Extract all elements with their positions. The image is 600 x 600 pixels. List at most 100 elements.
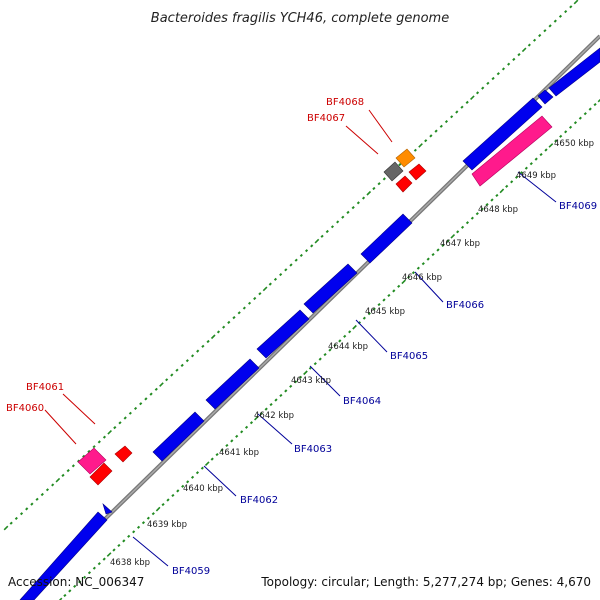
- tick-mark: [51, 483, 55, 487]
- gene-bf4068[interactable]: [395, 148, 416, 168]
- gene-bf4063[interactable]: [205, 358, 260, 410]
- tick-mark: [496, 72, 500, 76]
- tick-mark: [544, 148, 548, 152]
- map-title: Bacteroides fragilis YCH46, complete gen…: [151, 11, 449, 26]
- gene-label-bf4060[interactable]: BF4060: [6, 403, 44, 414]
- tick-mark: [165, 378, 169, 382]
- tick-mark: [154, 387, 158, 391]
- tick-mark: [3, 525, 9, 531]
- kbp-label: 4644 kbp: [328, 342, 368, 352]
- gene-label-bf4069[interactable]: BF4069: [559, 201, 597, 212]
- tick-mark: [330, 225, 335, 229]
- tick-mark: [144, 397, 148, 401]
- tick-mark: [333, 343, 337, 348]
- tick-mark: [559, 134, 563, 138]
- tick-mark: [406, 275, 411, 279]
- gene-bf4069-upper[interactable]: [462, 97, 543, 171]
- tick-mark: [264, 407, 268, 411]
- tick-marks: [3, 0, 600, 600]
- kbp-label: 4643 kbp: [291, 376, 331, 386]
- tick-mark: [346, 210, 350, 215]
- gene-bf4069[interactable]: [471, 115, 553, 187]
- tick-mark: [527, 43, 531, 47]
- tick-mark: [216, 330, 221, 334]
- tick-mark: [554, 139, 558, 143]
- gene-bf4059-small[interactable]: [102, 503, 113, 515]
- gene-label-bf4059[interactable]: BF4059: [172, 566, 210, 577]
- tick-mark: [491, 76, 495, 81]
- tick-mark: [237, 311, 241, 315]
- gene-bf4062[interactable]: [152, 411, 205, 462]
- tick-mark: [132, 530, 136, 534]
- gene-track: [19, 47, 600, 600]
- tick-mark: [387, 293, 391, 298]
- tick-mark: [227, 320, 231, 325]
- tick-mark: [465, 100, 469, 105]
- gene-bf4061-b[interactable]: [89, 462, 113, 486]
- tick-mark: [166, 498, 170, 502]
- tick-mark: [9, 521, 13, 525]
- kbp-label: 4647 kbp: [440, 239, 480, 249]
- tick-mark: [548, 143, 554, 148]
- tick-mark: [186, 480, 190, 484]
- tick-mark: [313, 362, 317, 366]
- tick-mark: [244, 425, 249, 429]
- gene-label-bf4062[interactable]: BF4062: [240, 495, 278, 506]
- tick-mark: [413, 148, 417, 152]
- gene-bf4060[interactable]: [77, 447, 107, 475]
- tick-mark: [289, 384, 293, 388]
- tick-mark: [82, 454, 86, 458]
- gene-bf4068-b[interactable]: [408, 163, 427, 181]
- gene-upper-right[interactable]: [548, 47, 600, 97]
- tick-mark: [588, 107, 592, 111]
- tick-mark: [328, 348, 332, 352]
- gene-label-bf4066[interactable]: BF4066: [446, 300, 484, 311]
- tick-mark: [195, 471, 200, 475]
- gene-label-bf4068[interactable]: BF4068: [326, 97, 364, 108]
- gene-upper-small[interactable]: [537, 89, 554, 105]
- gene-bf4066[interactable]: [360, 213, 413, 264]
- gene-label-bf4065[interactable]: BF4065: [390, 351, 428, 362]
- gene-bf4067-b[interactable]: [395, 175, 413, 193]
- tick-mark: [181, 484, 185, 488]
- tick-mark: [274, 398, 278, 402]
- tick-mark: [519, 171, 524, 175]
- tick-mark: [460, 105, 464, 109]
- tick-mark: [366, 190, 372, 196]
- tick-mark: [30, 502, 34, 506]
- tick-mark: [155, 506, 161, 512]
- gene-bf4061[interactable]: [114, 445, 133, 463]
- tick-mark: [470, 216, 474, 220]
- tick-mark: [568, 125, 573, 129]
- tick-mark: [514, 175, 519, 179]
- tick-mark: [63, 593, 67, 598]
- gene-label-bf4064[interactable]: BF4064: [343, 396, 381, 407]
- tick-mark: [304, 249, 309, 253]
- gene-label-bf4067[interactable]: BF4067: [307, 113, 345, 124]
- tick-mark: [510, 180, 514, 184]
- tick-mark: [392, 289, 396, 293]
- tick-mark: [215, 452, 219, 457]
- tick-mark: [87, 449, 91, 454]
- tick-mark: [460, 225, 465, 229]
- tick-mark: [382, 177, 386, 181]
- tick-mark: [175, 368, 179, 372]
- gene-label-bf4063[interactable]: BF4063: [294, 444, 332, 455]
- gene-label-leaders: [44, 109, 557, 567]
- tick-mark: [505, 184, 509, 188]
- gene-bf4064[interactable]: [256, 309, 310, 359]
- tick-mark: [512, 57, 516, 62]
- gene-label-bf4061[interactable]: BF4061: [26, 382, 64, 393]
- tick-mark: [564, 9, 568, 14]
- gene-bf4067[interactable]: [383, 161, 404, 182]
- tick-mark: [235, 434, 239, 438]
- tick-mark: [92, 445, 96, 449]
- gene-bf4065[interactable]: [303, 263, 358, 314]
- gene-bf4059[interactable]: [19, 511, 108, 600]
- tick-mark: [161, 502, 165, 507]
- tick-mark: [450, 234, 456, 239]
- tick-mark: [201, 344, 205, 348]
- tick-mark: [225, 443, 229, 448]
- tick-mark: [61, 473, 65, 478]
